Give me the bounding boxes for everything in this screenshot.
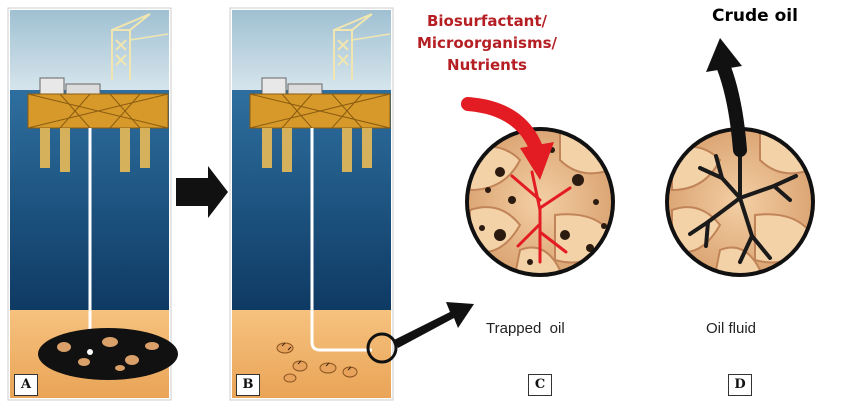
zoom-arrow-icon: [394, 302, 474, 348]
panel-a: [7, 7, 178, 401]
arrow-curved-icon: [461, 97, 554, 180]
zoom-circle: [366, 332, 398, 364]
injection-label-line-2: Microorganisms/: [416, 34, 557, 52]
panel-label-b: B: [236, 374, 260, 396]
panel-b: [229, 7, 398, 401]
platform-icon: [27, 77, 169, 172]
platform-icon: [249, 77, 391, 172]
arrow-right-icon: [176, 166, 228, 218]
injection-label-line-3: Nutrients: [447, 56, 527, 74]
injection-label: Biosurfactant/ Microorganisms/ Nutrients: [392, 10, 582, 76]
crane-icon: [333, 13, 391, 80]
panel-label-d: D: [728, 374, 752, 396]
caption-trapped-oil: Trapped oil: [486, 320, 565, 337]
oil-reservoir: [38, 328, 178, 380]
output-label: Crude oil: [712, 6, 798, 26]
crane-icon: [111, 13, 169, 80]
panel-label-a: A: [14, 374, 38, 396]
panel-label-c: C: [528, 374, 552, 396]
caption-oil-fluid: Oil fluid: [706, 320, 757, 337]
arrow-up-icon: [706, 38, 747, 157]
panel-c-circle: [465, 127, 615, 277]
injection-label-line-1: Biosurfactant/: [426, 12, 548, 30]
